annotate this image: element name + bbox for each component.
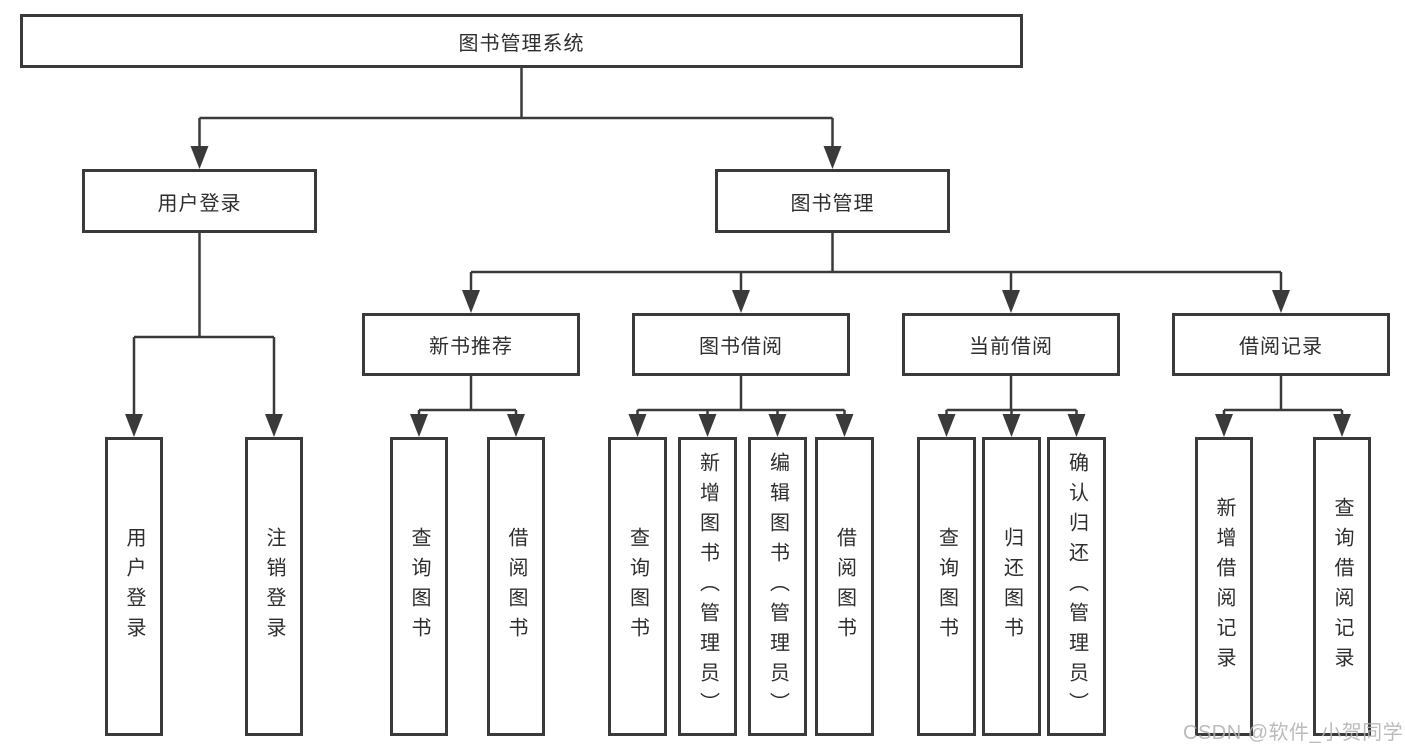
arrow-icon (628, 414, 647, 437)
arrow-icon (125, 414, 143, 437)
arrow-icon (835, 414, 854, 437)
leaf-logout: 注销登录 (245, 437, 303, 736)
arrowheads (125, 146, 1351, 437)
node-book-management: 图书管理 (715, 169, 950, 233)
leaf-br-add-borrow-record: 新增借阅记录 (1195, 437, 1253, 736)
arrow-icon (1215, 414, 1233, 437)
arrow-icon (410, 414, 428, 437)
arrow-icon (1002, 414, 1021, 437)
leaf-nbr-borrow-books: 借阅图书 (487, 437, 545, 736)
arrow-icon (507, 414, 525, 437)
arrow-icon (698, 414, 717, 437)
arrow-icon (732, 290, 750, 313)
arrow-icon (823, 146, 842, 169)
leaf-user-login: 用户登录 (105, 437, 163, 736)
arrow-icon (1272, 290, 1290, 313)
node-new-book-recommendation: 新书推荐 (362, 313, 580, 376)
leaf-bb-edit-book-admin: 编辑图书（管理员） (748, 437, 807, 736)
arrow-icon (1333, 414, 1351, 437)
leaf-nbr-query-books: 查询图书 (390, 437, 448, 736)
arrow-icon (265, 414, 283, 437)
node-current-borrowing: 当前借阅 (902, 313, 1120, 376)
leaf-br-query-borrow-record: 查询借阅记录 (1313, 437, 1371, 736)
connector-lines (132, 68, 1344, 417)
arrow-icon (1067, 414, 1086, 437)
csdn-watermark: CSDN @软件_小贺同学 (1183, 722, 1404, 744)
leaf-bb-add-book-admin: 新增图书（管理员） (678, 437, 737, 736)
leaf-bb-query-books: 查询图书 (608, 437, 667, 736)
arrow-icon (1002, 290, 1020, 313)
leaf-cb-confirm-return-admin: 确认归还（管理员） (1047, 437, 1106, 736)
arrow-icon (768, 414, 787, 437)
leaf-cb-query-books: 查询图书 (917, 437, 976, 736)
node-library-management-system: 图书管理系统 (20, 14, 1023, 68)
arrow-icon (190, 146, 209, 169)
leaf-cb-return-books: 归还图书 (982, 437, 1041, 736)
node-borrowing-records: 借阅记录 (1172, 313, 1390, 376)
leaf-bb-borrow-books: 借阅图书 (815, 437, 874, 736)
node-book-borrowing: 图书借阅 (632, 313, 850, 376)
arrow-icon (937, 414, 956, 437)
arrow-icon (462, 290, 480, 313)
node-user-login: 用户登录 (82, 169, 317, 233)
